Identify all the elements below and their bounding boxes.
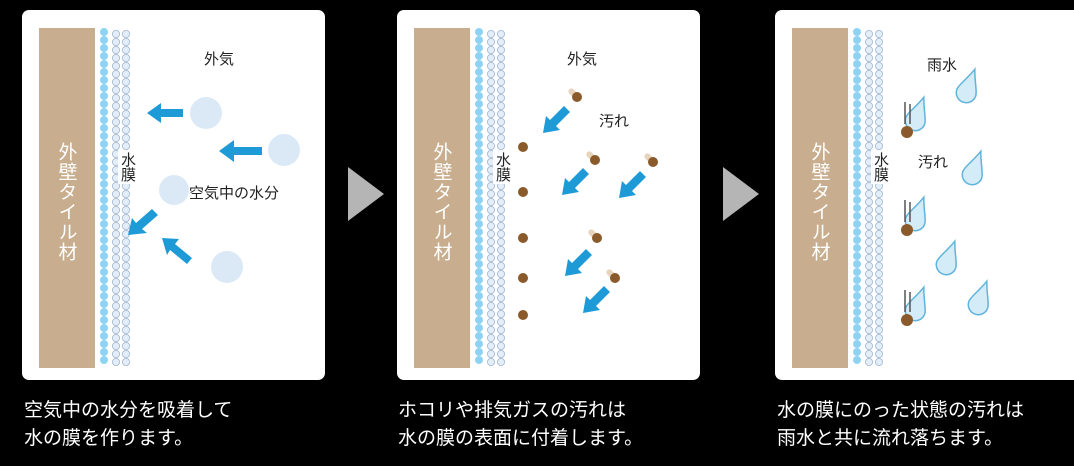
- water-film: [100, 28, 131, 366]
- adhered-dirt: [518, 142, 528, 320]
- arrow-icon: [562, 168, 589, 195]
- chevron-right-icon: [348, 167, 384, 221]
- tile-wall: [414, 28, 470, 368]
- raindrop-icon: [967, 278, 989, 316]
- tile-wall: [39, 28, 95, 368]
- caption-rain-wash: 水の膜にのった状態の汚れは 雨水と共に流れ落ちます。: [777, 396, 1024, 452]
- arrow-icon: [147, 103, 183, 123]
- outside-air-label: 外気: [567, 50, 598, 68]
- water-droplet-icon: [190, 97, 222, 129]
- dirt-label: 汚れ: [599, 112, 630, 130]
- water-film: [475, 28, 506, 366]
- dirt-particle-icon: [518, 273, 528, 283]
- caption-line: 水の膜を作ります。: [24, 427, 194, 449]
- caption-line: 空気中の水分を吸着して: [24, 399, 233, 421]
- arrow-icon: [619, 171, 646, 198]
- raindrop-icon: [935, 238, 957, 276]
- washed-dirt: [901, 102, 913, 326]
- caption-dirt-adhesion: ホコリや排気ガスの汚れは 水の膜の表面に付着します。: [398, 396, 643, 452]
- moisture-arrows: [128, 103, 262, 264]
- dirt-particle-icon: [518, 233, 528, 243]
- caption-line: ホコリや排気ガスの汚れは: [398, 399, 627, 421]
- diagram-panel-absorption: 外壁タイル材 水膜 外気 空気中の水分: [22, 10, 325, 380]
- arrow-icon: [583, 286, 610, 313]
- water-droplet-icon: [211, 251, 243, 283]
- arrow-icon: [162, 238, 192, 264]
- raindrop-icon: [955, 66, 977, 104]
- water-droplets: [159, 97, 300, 283]
- diagram-panel-rain-wash: 外壁タイル材 水膜 雨水 汚れ: [775, 10, 1074, 380]
- water-film-label: 水膜: [493, 150, 513, 184]
- water-film: [853, 28, 884, 366]
- tile-wall: [792, 28, 848, 368]
- dirt-particle-icon: [518, 187, 528, 197]
- arrow-icon: [543, 106, 570, 133]
- air-moisture-label: 空気中の水分: [189, 182, 280, 203]
- arrow-icon: [128, 209, 158, 235]
- rainwater-label: 雨水: [927, 56, 958, 74]
- water-film-label: 水膜: [118, 150, 138, 184]
- dirt-motion-arrows: [543, 106, 646, 313]
- dirt-particle-icon: [518, 310, 528, 320]
- water-droplet-icon: [268, 134, 300, 166]
- panel-2-illustration: [414, 28, 658, 368]
- wall-label: 外壁タイル材: [430, 142, 453, 262]
- caption-line: 水の膜にのった状態の汚れは: [777, 399, 1025, 421]
- caption-line: 水の膜の表面に付着します。: [398, 427, 644, 449]
- panel-3-illustration: [792, 28, 989, 368]
- wall-label: 外壁タイル材: [55, 142, 78, 262]
- caption-absorption: 空気中の水分を吸着して 水の膜を作ります。: [24, 396, 232, 452]
- wall-label: 外壁タイル材: [808, 142, 831, 262]
- raindrop-icon: [961, 148, 983, 186]
- raindrops: [904, 66, 989, 322]
- arrow-icon: [565, 249, 592, 276]
- diagram-panel-dirt-adhesion: 外壁タイル材 水膜 外気 汚れ: [397, 10, 700, 380]
- falling-dirt: [568, 88, 658, 283]
- dirt-label: 汚れ: [918, 153, 949, 171]
- caption-line: 雨水と共に流れ落ちます。: [777, 427, 1004, 449]
- chevron-right-icon: [723, 167, 759, 221]
- arrow-icon: [219, 140, 262, 162]
- water-film-label: 水膜: [871, 150, 891, 184]
- dirt-particle-icon: [518, 142, 528, 152]
- water-droplet-icon: [159, 175, 189, 205]
- outside-air-label: 外気: [204, 50, 235, 68]
